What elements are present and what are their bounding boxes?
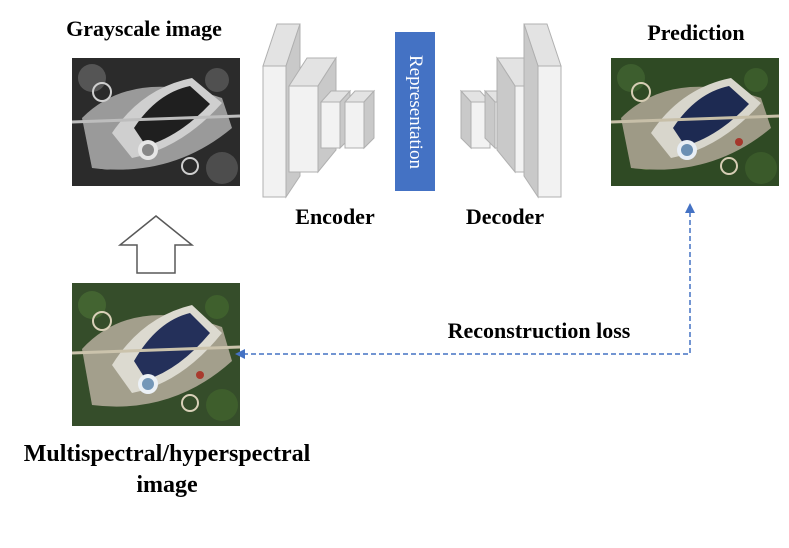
reconstruction-loss-arrow bbox=[235, 203, 695, 359]
hollow-up-arrow bbox=[117, 215, 195, 274]
prediction-label: Prediction bbox=[647, 20, 745, 45]
grayscale-image-label: Grayscale image bbox=[66, 16, 222, 41]
decoder-block-4 bbox=[523, 23, 562, 199]
multispectral-label-line2: image bbox=[136, 472, 198, 498]
representation-label: Representation bbox=[405, 54, 426, 169]
multispectral-satellite-image bbox=[72, 283, 240, 426]
prediction-satellite-image bbox=[611, 58, 779, 186]
grayscale-satellite-image bbox=[72, 58, 240, 186]
reconstruction-loss-label: Reconstruction loss bbox=[447, 318, 631, 343]
encoder-block-4 bbox=[343, 89, 376, 150]
multispectral-label-line1: Multispectral/hyperspectral bbox=[23, 441, 311, 467]
decoder-label: Decoder bbox=[465, 204, 545, 229]
representation-box bbox=[395, 32, 435, 191]
encoder-label: Encoder bbox=[295, 204, 375, 229]
